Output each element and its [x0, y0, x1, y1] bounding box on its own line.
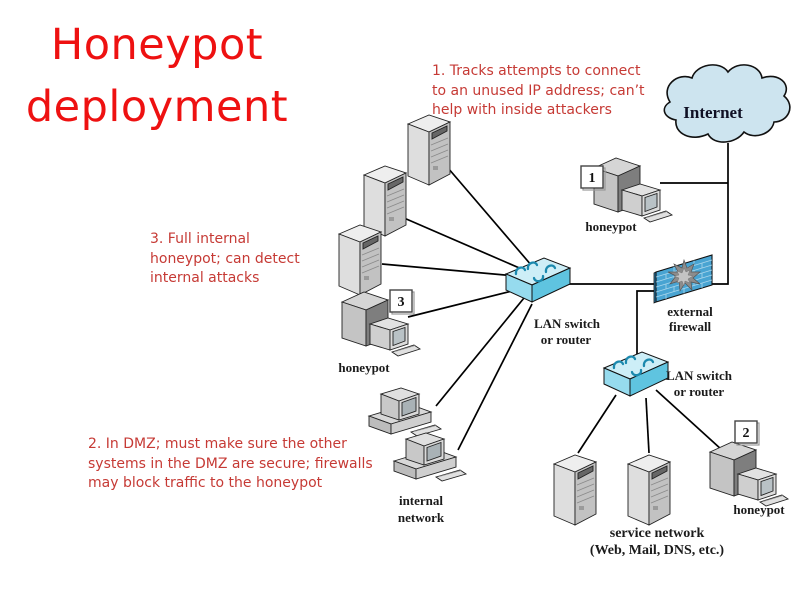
honeypot-1: 1 honeypot	[580, 157, 673, 234]
connection-line	[655, 389, 723, 451]
internet-label: Internet	[683, 103, 743, 122]
connection-line	[636, 290, 656, 355]
lan-switch-dmz-label-line1: LAN switch	[666, 368, 733, 383]
server-icon	[338, 224, 382, 296]
annotation-1-line2: to an unused IP address; can’t	[432, 82, 645, 99]
honeypot-1-number: 1	[589, 171, 596, 186]
slide-title: Honeypot deployment	[0, 14, 314, 138]
annotation-3-line3: internal attacks	[150, 270, 260, 286]
firewall-icon	[653, 254, 713, 304]
service-network: service network (Web, Mail, DNS, etc.)	[553, 454, 724, 558]
lan-switch-dmz: LAN switch or router	[602, 350, 733, 399]
honeypot-1-label: honeypot	[585, 219, 637, 234]
server-icon	[363, 165, 407, 237]
server-icon	[553, 454, 597, 526]
service-network-label-line2: (Web, Mail, DNS, etc.)	[590, 543, 724, 558]
annotation-3-line1: 3. Full internal	[150, 231, 250, 247]
external-firewall-label-line1: external	[667, 304, 713, 319]
number-plate	[580, 165, 604, 189]
lan-switch-main: LAN switch or router	[504, 256, 601, 347]
server-icon	[407, 114, 451, 186]
connection-line	[457, 303, 533, 451]
connection-line	[407, 289, 517, 318]
connection-lines	[381, 143, 729, 454]
workstation-icon	[593, 157, 673, 223]
connection-line	[645, 397, 650, 454]
desktop-computer-icon	[368, 387, 442, 437]
annotation-honeypot-2: 2. In DMZ; must make sure the other syst…	[88, 435, 418, 494]
honeypot-2: 2 honeypot	[709, 420, 789, 517]
workstation-icon	[709, 441, 789, 507]
annotation-2-line2: systems in the DMZ are secure; firewalls	[88, 455, 373, 472]
slide-title-line2: deployment	[25, 82, 289, 132]
annotation-1-line3: help with inside attackers	[432, 102, 612, 118]
number-plate	[734, 420, 758, 444]
lan-switch-dmz-label-line2: or router	[674, 384, 725, 399]
internal-network: internal network	[368, 387, 467, 525]
honeypot-2-number: 2	[743, 426, 750, 441]
honeypot-2-label: honeypot	[733, 502, 785, 517]
annotation-honeypot-1: 1. Tracks attempts to connect to an unus…	[432, 62, 682, 121]
honeypot-3-label: honeypot	[338, 360, 390, 375]
connection-line	[577, 394, 617, 454]
annotation-2-line3: may block traffic to the honeypot	[88, 475, 323, 491]
number-plate	[389, 289, 413, 313]
connection-line	[381, 263, 517, 277]
connection-line	[403, 217, 525, 271]
lan-switch-icon	[504, 256, 572, 304]
lan-switch-main-label-line2: or router	[541, 332, 592, 347]
internet-cloud: Internet	[663, 64, 791, 143]
honeypot-3-number: 3	[398, 295, 405, 310]
external-firewall: external firewall	[653, 254, 713, 334]
connection-line	[435, 297, 525, 407]
server-icon	[627, 454, 671, 526]
annotation-3-line2: honeypot; can detect	[150, 250, 300, 267]
desktop-computer-icon	[393, 432, 467, 482]
internal-network-label-line1: internal	[399, 493, 443, 508]
annotation-honeypot-3: 3. Full internal honeypot; can detect in…	[150, 230, 360, 289]
annotation-2-line1: 2. In DMZ; must make sure the other	[88, 436, 347, 452]
external-firewall-label-line2: firewall	[669, 319, 712, 334]
slide-title-line1: Honeypot	[50, 20, 264, 70]
internal-network-label-line2: network	[398, 510, 445, 525]
connection-line	[712, 143, 729, 285]
annotation-1-line1: 1. Tracks attempts to connect	[432, 63, 641, 79]
lan-switch-icon	[602, 350, 670, 398]
lan-switch-main-label-line1: LAN switch	[534, 316, 601, 331]
service-network-label-line1: service network	[610, 526, 705, 541]
connection-line	[447, 167, 533, 267]
honeypot-3: 3 honeypot	[338, 289, 421, 375]
